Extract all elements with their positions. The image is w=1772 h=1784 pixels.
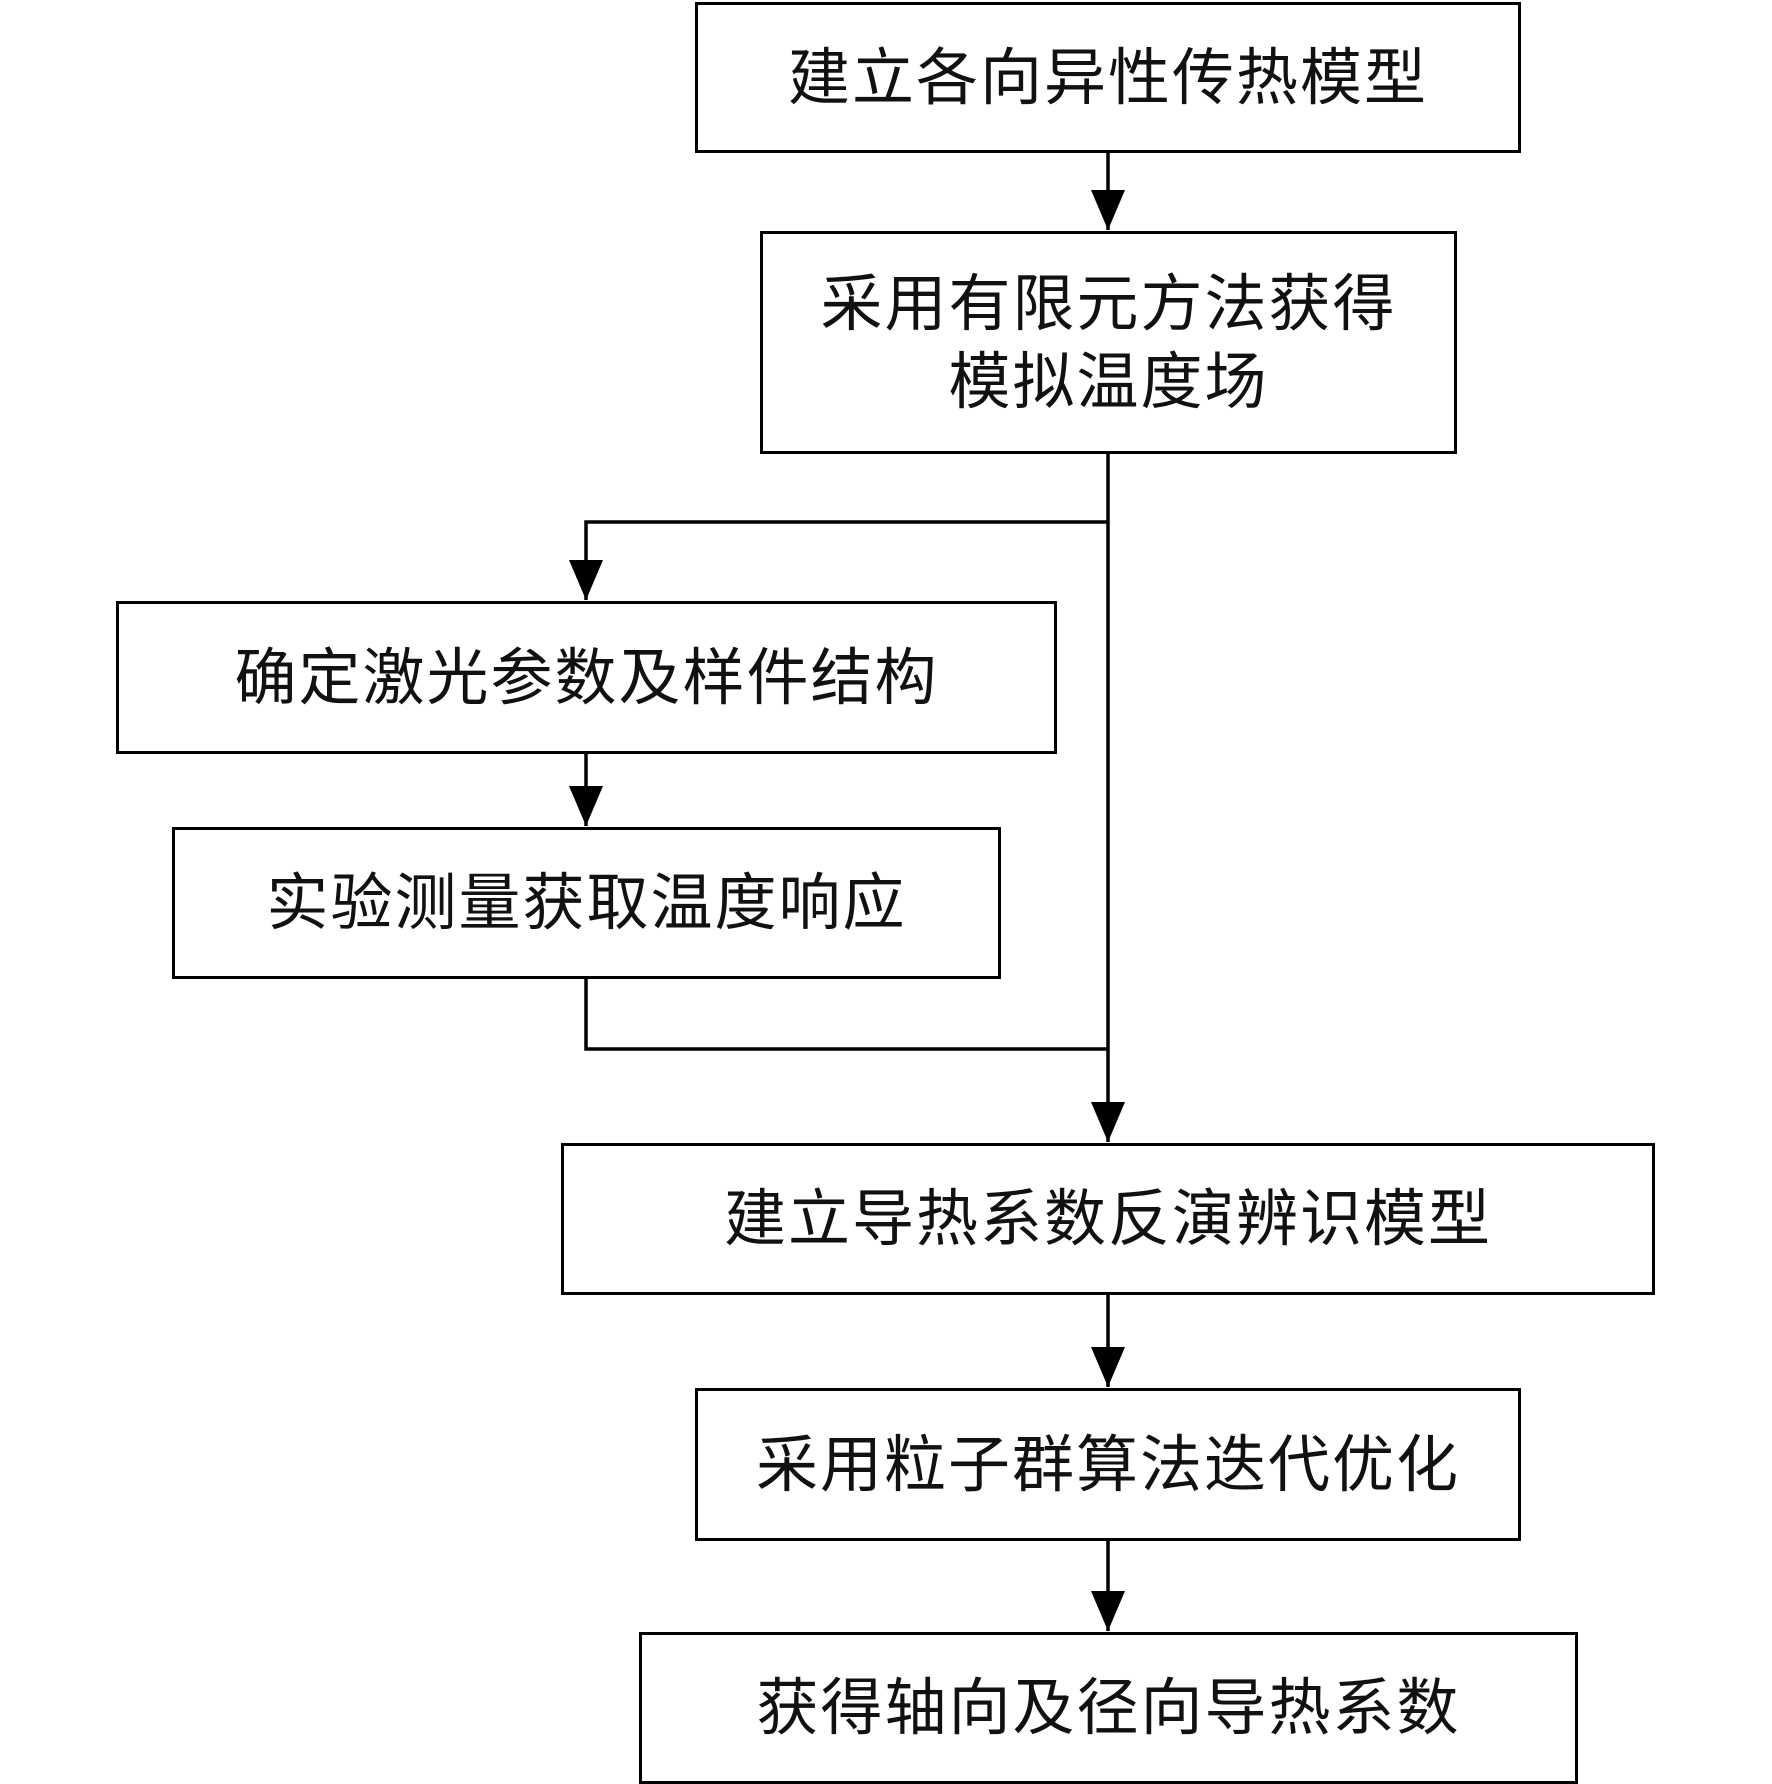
step-fem-simulation: 采用有限元方法获得 模拟温度场 [760,231,1457,454]
step-experiment-measure: 实验测量获取温度响应 [172,827,1001,979]
step-label: 采用粒子群算法迭代优化 [755,1427,1460,1501]
step-label-line-1: 采用有限元方法获得 [820,266,1397,340]
step-label: 建立导热系数反演辨识模型 [723,1182,1492,1255]
branch-line-to-s3 [569,520,1108,600]
merge-line-s4-to-trunk [584,978,1108,1051]
step-label: 实验测量获取温度响应 [266,866,907,939]
step-inversion-model: 建立导热系数反演辨识模型 [561,1143,1655,1295]
step-conductivity-result: 获得轴向及径向导热系数 [639,1632,1578,1784]
step-laser-params: 确定激光参数及样件结构 [116,601,1057,754]
step-label: 获得轴向及径向导热系数 [756,1671,1461,1744]
step-label: 确定激光参数及样件结构 [234,640,939,714]
step-label-line-2: 模拟温度场 [948,344,1269,418]
step-label: 建立各向异性传热模型 [787,40,1428,114]
step-build-heat-model: 建立各向异性传热模型 [695,2,1521,153]
step-pso-optimization: 采用粒子群算法迭代优化 [695,1388,1521,1541]
